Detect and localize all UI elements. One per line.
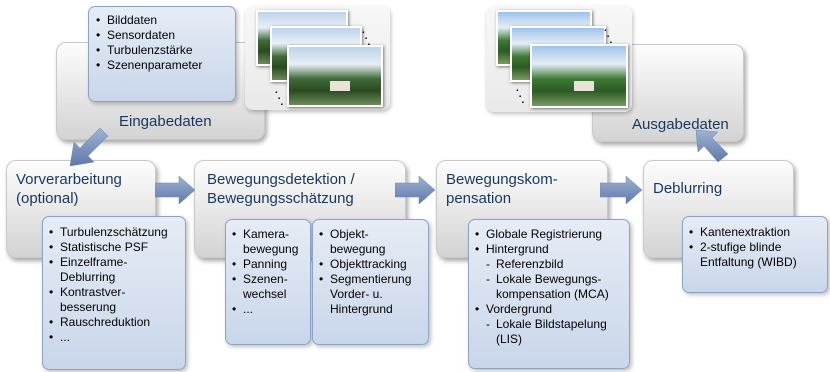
deblurring-bullet-box: Kantenextraktion 2-stufige blinde Entfal… bbox=[682, 216, 828, 293]
list-item: ... bbox=[231, 302, 310, 317]
list-item: bewegung bbox=[243, 242, 299, 256]
list-item: Hintergrund bbox=[330, 302, 393, 316]
input-frame-3 bbox=[287, 45, 383, 107]
bewegungsdetektion-title-line2: Bewegungsschätzung bbox=[207, 190, 354, 207]
output-image-stack: . . . . . . bbox=[486, 6, 632, 112]
list-item: ... bbox=[48, 330, 185, 345]
vorverarbeitung-title-line1: Vorverarbeitung bbox=[16, 171, 122, 188]
list-item: kompensation (MCA) bbox=[496, 287, 609, 301]
list-item: bewegung bbox=[330, 242, 386, 256]
list-item: Segmentierung bbox=[318, 272, 428, 287]
ausgabedaten-label: Ausgabedaten bbox=[632, 116, 729, 133]
list-item: Szenen- bbox=[231, 272, 310, 287]
list-item: Hintergrund bbox=[474, 242, 629, 257]
ellipsis-dots: . . . bbox=[604, 23, 613, 46]
ellipsis-dots: . . . bbox=[516, 83, 525, 106]
list-item: Lokale Bildstapelung bbox=[474, 317, 629, 332]
list-item: Vordergrund bbox=[474, 302, 629, 317]
list-item: Turbulenzschätzung bbox=[48, 225, 185, 240]
vorverarbeitung-bullet-box: Turbulenzschätzung Statistische PSF Einz… bbox=[42, 216, 186, 370]
list-item: Kamera- bbox=[231, 227, 310, 242]
vorverarbeitung-title-line2: (optional) bbox=[16, 190, 79, 207]
output-frame-3 bbox=[530, 44, 628, 108]
list-item: (LIS) bbox=[496, 332, 523, 346]
list-item: Szenenparameter bbox=[95, 58, 235, 73]
list-item: Bilddaten bbox=[95, 13, 235, 28]
kamera-bullet-box: Kamera- bewegung Panning Szenen- wechsel… bbox=[225, 219, 311, 345]
bewegungsdetektion-title-line1: Bewegungsdetektion / bbox=[207, 171, 355, 188]
list-item: Panning bbox=[231, 257, 310, 272]
list-item: Objekttracking bbox=[318, 257, 428, 272]
list-item: besserung bbox=[60, 300, 117, 314]
list-item: Einzelframe- bbox=[48, 255, 185, 270]
bewegungskompensation-title-line2: pensation bbox=[446, 190, 512, 207]
bewegungsdetektion-title: Bewegungsdetektion / Bewegungsschätzung bbox=[207, 170, 355, 208]
deblurring-title: Deblurring bbox=[653, 180, 723, 197]
ellipsis-dots: . . . bbox=[275, 85, 284, 108]
kompensation-bullet-box: Globale Registrierung Hintergrund Refere… bbox=[468, 219, 630, 369]
list-item: Sensordaten bbox=[95, 28, 235, 43]
eingabedaten-label: Eingabedaten bbox=[119, 113, 212, 130]
list-item: 2-stufige blinde bbox=[688, 240, 827, 255]
bewegungskompensation-title-line1: Bewegungskom- bbox=[446, 171, 558, 188]
list-item: Kontrastver- bbox=[48, 285, 185, 300]
list-item: Lokale Bewegungs- bbox=[474, 272, 629, 287]
arrow-right-2 bbox=[395, 176, 436, 204]
list-item: Vorder- u. bbox=[330, 287, 383, 301]
list-item: Entfaltung (WIBD) bbox=[700, 255, 797, 269]
arrow-eingabe-to-vorverarbeitung bbox=[69, 127, 109, 167]
bewegungskompensation-title: Bewegungskom- pensation bbox=[446, 170, 558, 208]
list-item: Rauschreduktion bbox=[48, 315, 185, 330]
list-item: Globale Registrierung bbox=[474, 227, 629, 242]
vorverarbeitung-title: Vorverarbeitung (optional) bbox=[16, 170, 122, 208]
list-item: Kantenextraktion bbox=[688, 225, 827, 240]
arrow-right-3 bbox=[600, 176, 643, 204]
list-item: Statistische PSF bbox=[48, 240, 185, 255]
arrow-right-1 bbox=[155, 176, 196, 204]
ellipsis-dots: . . . bbox=[362, 25, 371, 48]
objekt-bullet-box: Objekt- bewegung Objekttracking Segmenti… bbox=[312, 219, 429, 345]
list-item: Objekt- bbox=[318, 227, 428, 242]
list-item: wechsel bbox=[243, 287, 287, 301]
eingabe-bullet-box: Bilddaten Sensordaten Turbulenzstärke Sz… bbox=[88, 6, 236, 102]
input-image-stack: . . . . . . bbox=[245, 6, 390, 110]
list-item: Referenzbild bbox=[474, 257, 629, 272]
list-item: Deblurring bbox=[60, 270, 116, 284]
arrow-deblurring-to-ausgabe bbox=[695, 129, 729, 163]
list-item: Turbulenzstärke bbox=[95, 43, 235, 58]
